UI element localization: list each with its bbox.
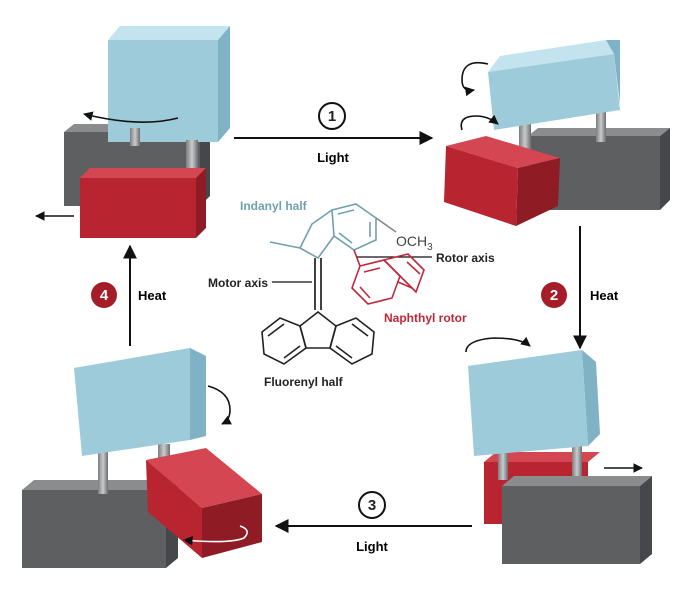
rotation-arrow: [183, 525, 248, 546]
motor-axis-label: Motor axis: [208, 276, 268, 290]
step-label: Heat: [138, 288, 167, 303]
fluorenyl-half: [261, 310, 375, 365]
molecule-structure: Indanyl half OCH3 Rotor axis Motor axis …: [208, 199, 495, 389]
step-number: 3: [368, 497, 376, 514]
axis-rod: [98, 450, 108, 494]
top-block: [468, 350, 600, 456]
step-label: Light: [317, 150, 349, 165]
top-block: [108, 26, 230, 142]
motor-state-1: [35, 26, 230, 238]
stator-block: [502, 476, 652, 564]
rotation-arrow: [461, 61, 489, 97]
step-badge: [318, 102, 346, 130]
och3-label: OCH3: [396, 233, 433, 253]
step-label: Light: [356, 539, 388, 554]
step-2: 2 Heat: [541, 282, 619, 308]
step-number: 1: [328, 108, 336, 125]
indanyl-half-label: Indanyl half: [240, 199, 308, 213]
top-block: [74, 348, 206, 456]
rotor-block: [80, 168, 206, 238]
step-badge: [541, 282, 567, 308]
rotation-arrow: [465, 336, 531, 353]
rotation-arrow: [83, 111, 179, 123]
rotation-arrow: [460, 114, 499, 131]
motor-state-2: [444, 40, 670, 226]
och3-subscript: 3: [427, 242, 433, 253]
motor-state-4: [22, 348, 262, 568]
axis-rod: [130, 128, 140, 146]
fluorenyl-half-label: Fluorenyl half: [264, 375, 344, 389]
axis-rod: [498, 440, 508, 480]
naphthyl-rotor: [351, 249, 425, 305]
step-badge: [358, 491, 386, 519]
rotor-block: [444, 136, 560, 226]
step-badge: [91, 282, 117, 308]
step-number: 4: [100, 287, 109, 304]
step-3: 3 Light: [356, 491, 389, 554]
step-4: 4 Heat: [91, 282, 167, 308]
indanyl-half: [269, 203, 397, 260]
motor-state-3: [465, 336, 652, 564]
top-block: [488, 40, 620, 130]
och3-text: OCH: [396, 233, 427, 249]
step-1: 1 Light: [317, 102, 350, 165]
step-number: 2: [550, 287, 558, 304]
rotation-arrow: [207, 385, 232, 425]
step-label: Heat: [590, 288, 619, 303]
axis-rod: [572, 430, 582, 478]
axis-rod: [596, 110, 606, 142]
naphthyl-rotor-label: Naphthyl rotor: [384, 311, 467, 325]
rotor-axis-label: Rotor axis: [436, 251, 495, 265]
